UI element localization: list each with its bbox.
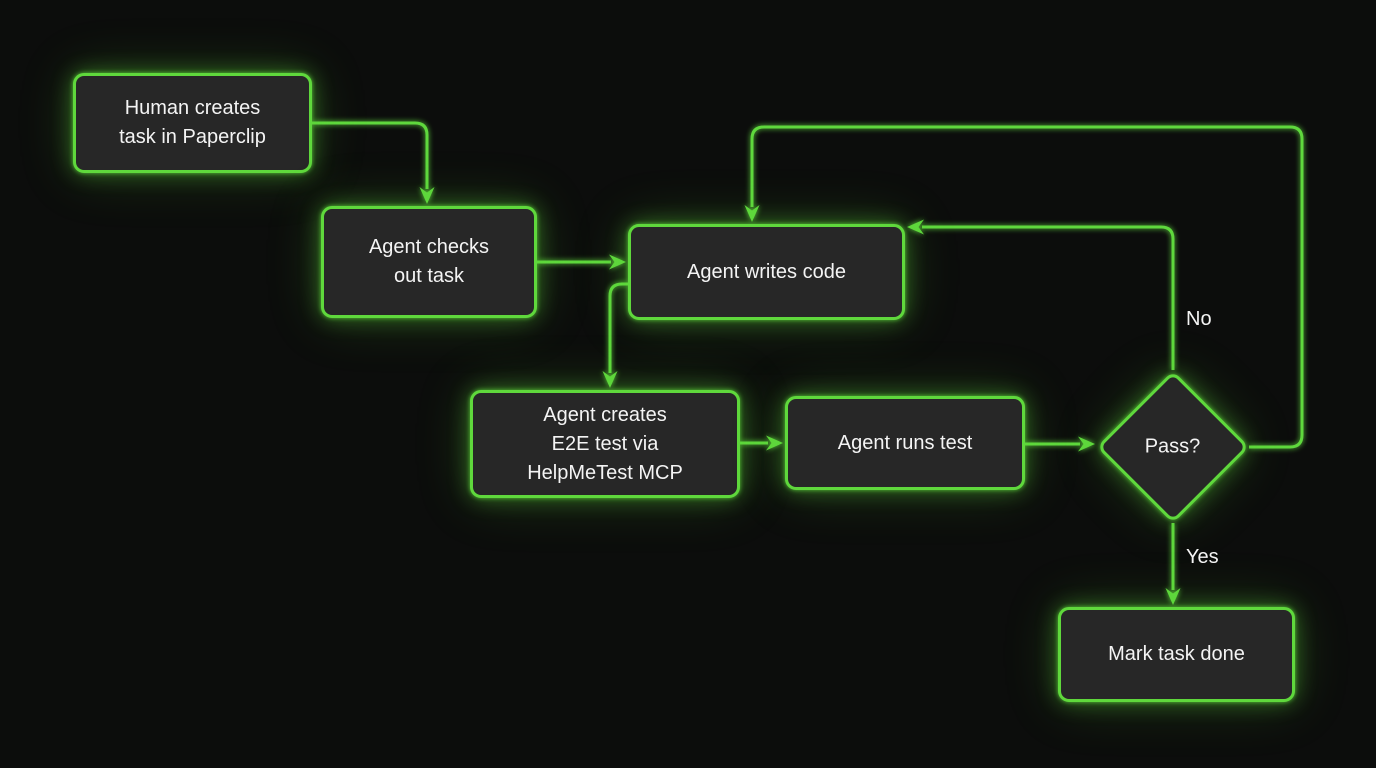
node-label: Human creates task in Paperclip [119, 97, 266, 148]
node-agent-runs-test: Agent runs test [785, 396, 1025, 490]
edge-writes-code-to-e2e-test [602, 282, 628, 388]
edge-pass-outer-loop-to-writes-code [744, 125, 1304, 449]
node-label: Pass? [1145, 435, 1201, 458]
node-agent-writes-code: Agent writes code [628, 224, 905, 320]
edge-label-yes: Yes [1186, 546, 1219, 568]
node-label: Agent checks out task [368, 236, 490, 287]
edge-pass-no-to-writes-code [907, 219, 1175, 370]
node-label: Agent creates E2E test via HelpMeTest MC… [527, 403, 683, 484]
node-label: Agent writes code [687, 260, 846, 283]
node-label: Agent runs test [837, 431, 973, 454]
node-mark-task-done: Mark task done [1058, 607, 1295, 702]
edge-label-no: No [1186, 308, 1212, 330]
node-human-creates-task: Human creates task in Paperclip [73, 73, 312, 173]
edge-human-to-checkout [312, 121, 435, 204]
node-label: Mark task done [1108, 643, 1245, 665]
node-agent-checks-out-task: Agent checks out task [321, 206, 537, 318]
node-agent-creates-e2e-test: Agent creates E2E test via HelpMeTest MC… [470, 390, 740, 498]
